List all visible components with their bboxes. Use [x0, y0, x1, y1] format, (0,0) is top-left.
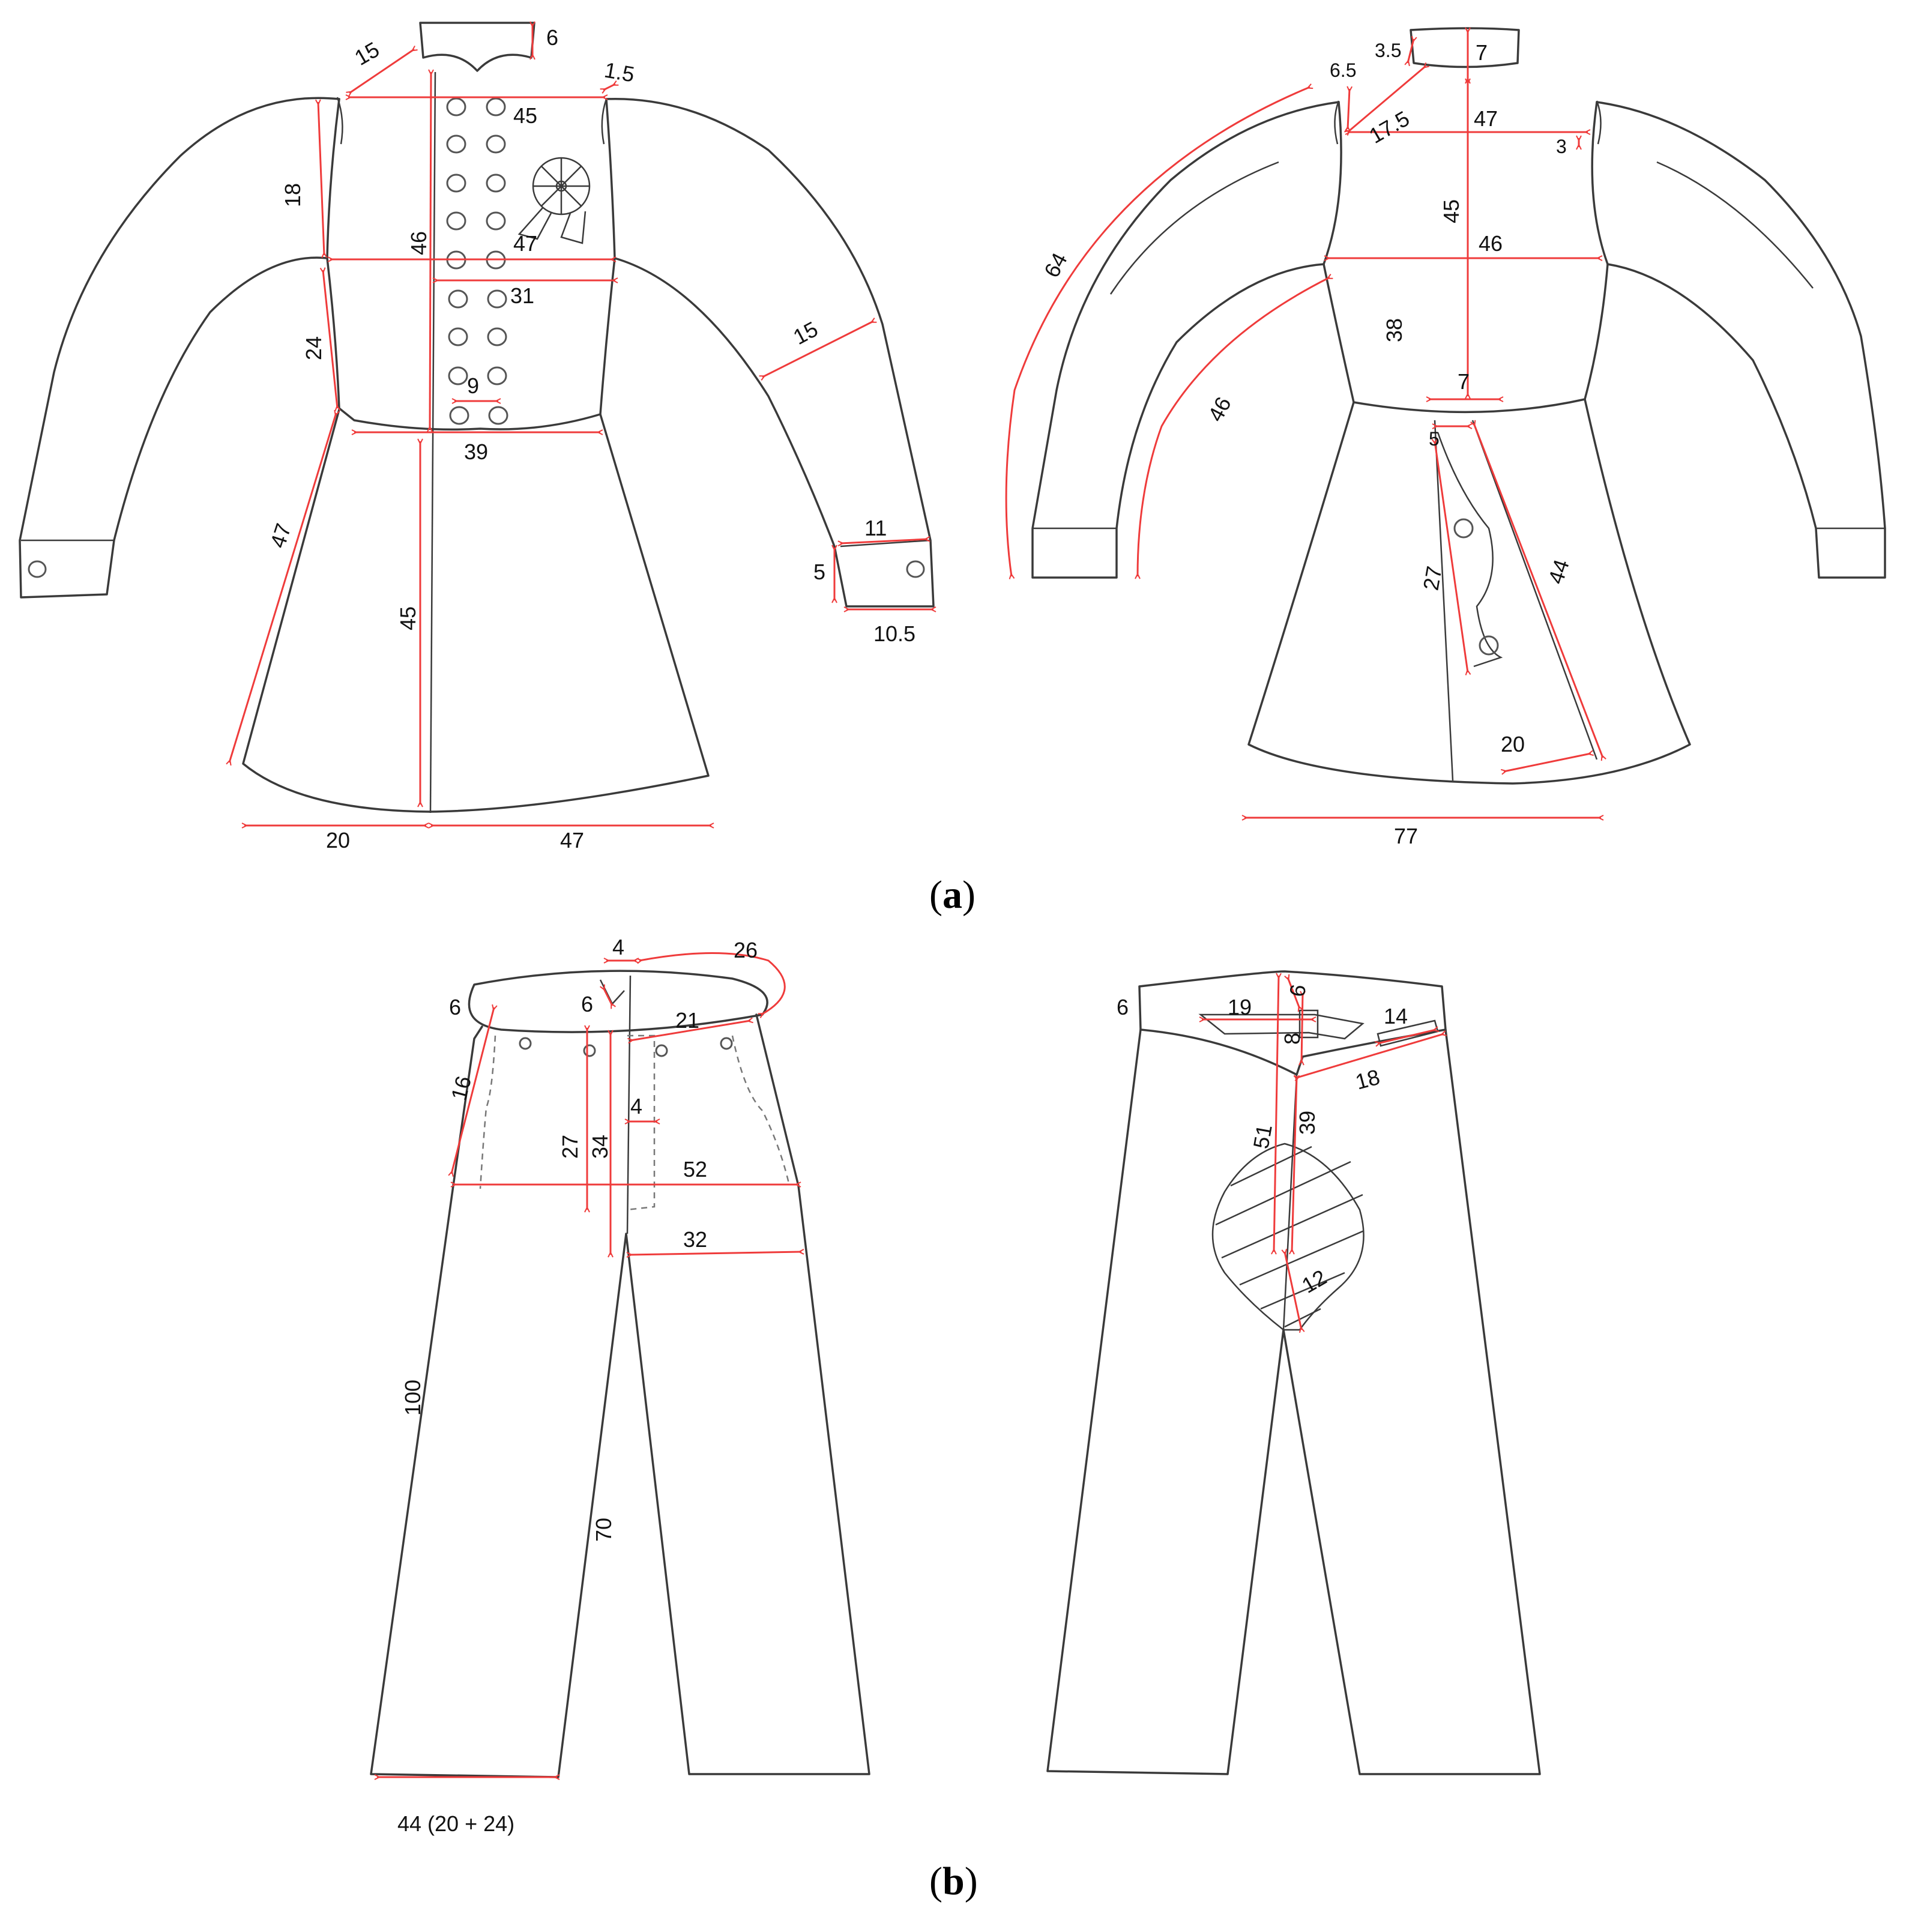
jacket-back-drawing: [1031, 27, 1886, 785]
trousers-back-measures: [1202, 976, 1444, 1330]
trousers-front-label: 6: [449, 995, 461, 1019]
jacket-back-measures: [1005, 30, 1603, 818]
trousers-front-label: 21: [675, 1008, 699, 1033]
jacket-front-label: 46: [406, 231, 431, 255]
jacket-back-label: 38: [1382, 318, 1407, 342]
jacket-front-label: 45: [396, 606, 420, 630]
trousers-front-label: 4: [630, 1094, 642, 1118]
jacket-front-measures: [229, 24, 933, 826]
jacket-front-label: 24: [301, 336, 326, 360]
jacket-front-label: 31: [510, 283, 534, 308]
jacket-front-label: 6: [546, 25, 558, 50]
trousers-front-label: 27: [558, 1135, 582, 1159]
jacket-front-label: 39: [464, 439, 488, 464]
trousers-front-drawing: [370, 970, 870, 1778]
jacket-back-label: 3: [1556, 136, 1567, 157]
trousers-back-label: 39: [1295, 1111, 1319, 1135]
trousers-front-label: 6: [581, 992, 593, 1016]
jacket-back-label: 47: [1474, 106, 1498, 131]
jacket-front-drawing: [19, 22, 935, 814]
jacket-back-label: 64: [1039, 249, 1072, 282]
jacket-front-label: 20: [326, 828, 350, 853]
trousers-front-label: 4: [612, 935, 624, 959]
jacket-back-label: 3.5: [1375, 40, 1401, 61]
trousers-back-label: 18: [1353, 1064, 1382, 1094]
trousers-back-label: 6: [1117, 995, 1129, 1019]
medal-icon: [517, 157, 591, 244]
jacket-front-label: 15: [351, 37, 384, 70]
trousers-back-label: 6: [1285, 983, 1311, 999]
jacket-front-label: 45: [513, 103, 537, 128]
trousers-back-label: 8: [1280, 1033, 1304, 1045]
jacket-front-label: 10.5: [873, 621, 915, 646]
jacket-back-label: 6.5: [1330, 59, 1356, 81]
jacket-back-labels: 3.5 7 6.5 17.5 47 3 64 45 46 38 46 7 5 2…: [1039, 40, 1574, 848]
jacket-back-label: 45: [1439, 199, 1464, 223]
jacket-back-label: 77: [1394, 824, 1418, 848]
trousers-front-label: 44 (20 + 24): [397, 1811, 514, 1836]
trousers-back-label: 19: [1228, 995, 1252, 1019]
jacket-back-label: 46: [1203, 393, 1236, 426]
jacket-back-label: 5: [1429, 428, 1440, 450]
trousers-front-label: 34: [588, 1135, 612, 1159]
trousers-front-label: 32: [683, 1227, 707, 1252]
caption-a: a: [942, 873, 962, 917]
jacket-front-label: 18: [280, 183, 305, 207]
jacket-back-label: 20: [1501, 732, 1525, 756]
jacket-front-label: 9: [467, 373, 479, 398]
jacket-front-labels: 15 6 1.5 45 18 46 47 31 24 15 9 39 47 11…: [265, 25, 915, 853]
trousers-back-drawing: [1046, 970, 1541, 1775]
jacket-back-label: 7: [1476, 40, 1488, 65]
jacket-back-label: 27: [1419, 564, 1447, 593]
trousers-back-label: 14: [1384, 1004, 1408, 1028]
trousers-front-label: 70: [591, 1518, 616, 1542]
svg-text:(b): (b): [929, 1859, 978, 1903]
jacket-front-label: 47: [265, 521, 296, 551]
svg-text:(a): (a): [929, 873, 976, 917]
jacket-front-label: 5: [813, 560, 825, 584]
trousers-front-labels: 4 26 6 6 21 16 27 34 4 52 32 100 70 44 (…: [397, 935, 758, 1836]
trousers-front-measures: [377, 952, 801, 1778]
trousers-front-label: 26: [734, 938, 758, 962]
jacket-front-label: 47: [560, 828, 584, 853]
trousers-back-labels: 6 6 19 14 8 18 51 39 12: [1117, 983, 1408, 1298]
trousers-front-label: 52: [683, 1157, 707, 1182]
jacket-front-label: 11: [864, 516, 887, 540]
trousers-back-label: 51: [1249, 1123, 1277, 1151]
trousers-front-label: 100: [400, 1380, 425, 1416]
jacket-back-label: 46: [1479, 231, 1503, 256]
jacket-back-label: 7: [1458, 369, 1470, 394]
jacket-front-label: 47: [513, 231, 537, 256]
jacket-front-label: 1.5: [603, 58, 636, 87]
trousers-back-label: 12: [1298, 1264, 1331, 1298]
caption-b: b: [942, 1859, 965, 1903]
jacket-back-label: 44: [1543, 557, 1574, 587]
jacket-front-label: 15: [789, 316, 822, 349]
